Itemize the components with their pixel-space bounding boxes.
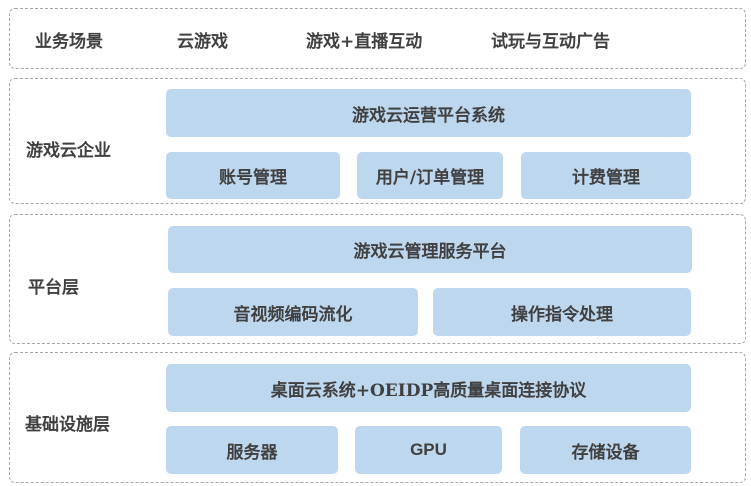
platform-module-commands: 操作指令处理 [433, 288, 691, 336]
layer-platform [9, 214, 746, 344]
layer-enterprise [9, 78, 746, 204]
enterprise-module-order: 用户/订单管理 [357, 152, 503, 199]
layer-infrastructure [9, 352, 746, 483]
infrastructure-module-storage: 存储设备 [520, 426, 691, 474]
scenarios-label: 业务场景 [35, 32, 103, 52]
platform-label: 平台层 [28, 278, 79, 298]
enterprise-label: 游戏云企业 [26, 141, 111, 161]
platform-module-encoding: 音视频编码流化 [168, 288, 418, 336]
scenario-ads: 试玩与互动广告 [491, 32, 610, 52]
infrastructure-module-gpu: GPU [355, 426, 502, 474]
scenario-cloud-gaming: 云游戏 [177, 32, 228, 52]
platform-main-block: 游戏云管理服务平台 [168, 226, 692, 273]
scenario-live-interaction: 游戏+直播互动 [306, 32, 423, 52]
enterprise-module-account: 账号管理 [166, 152, 340, 199]
infrastructure-main-block: 桌面云系统+OEIDP高质量桌面连接协议 [166, 364, 691, 412]
enterprise-main-block: 游戏云运营平台系统 [166, 89, 691, 137]
enterprise-module-billing: 计费管理 [521, 152, 691, 199]
infrastructure-label: 基础设施层 [25, 415, 110, 435]
infrastructure-module-server: 服务器 [166, 426, 338, 474]
layer-scenarios [9, 8, 746, 69]
